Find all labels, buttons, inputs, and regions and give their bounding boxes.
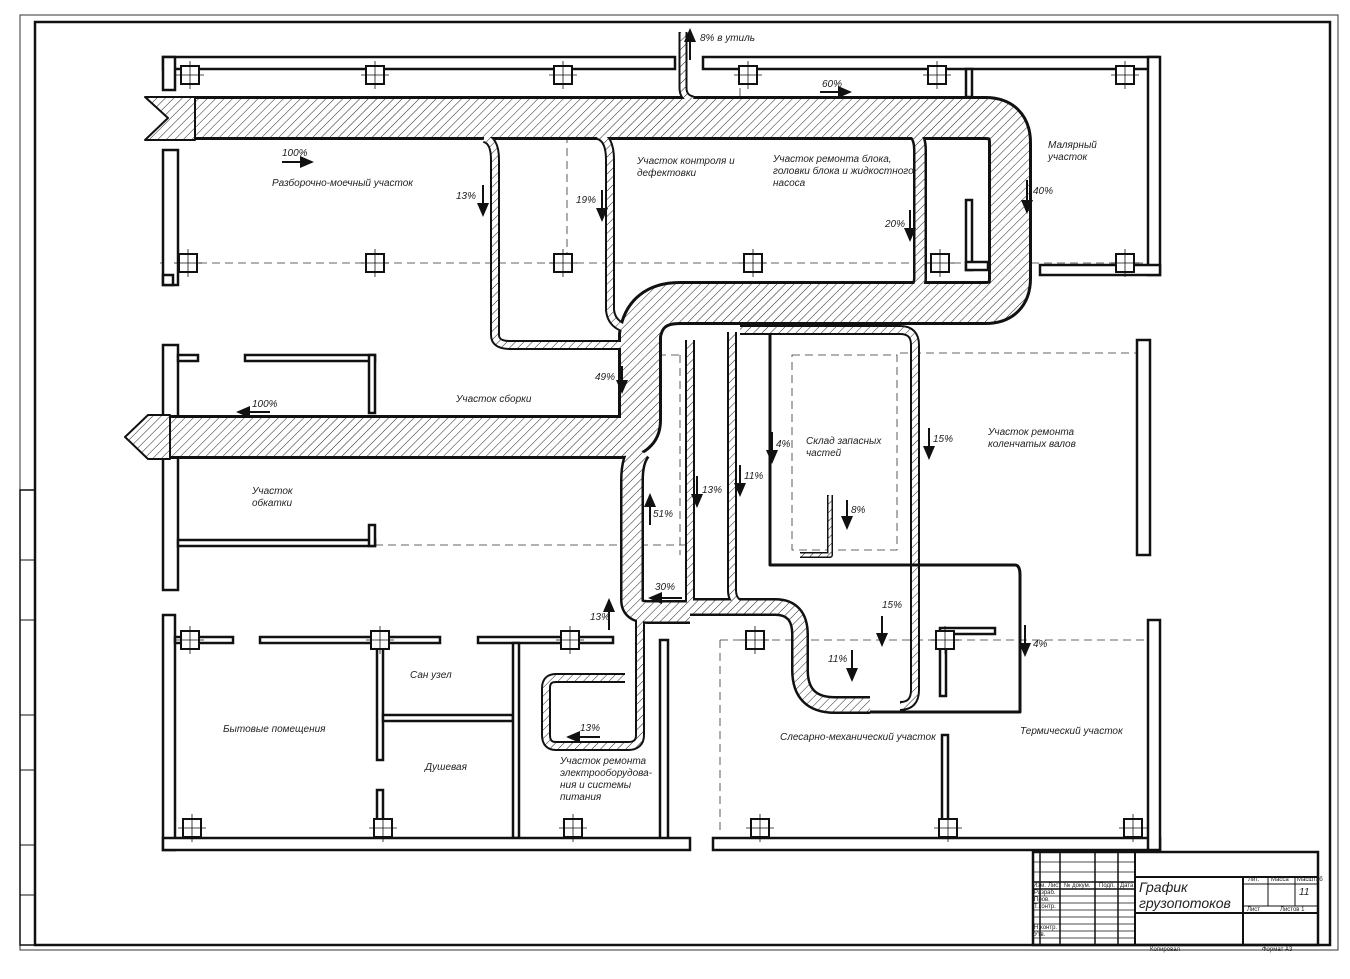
- flow-label: 49%: [595, 372, 616, 383]
- tb-scale: Масштаб: [1297, 877, 1323, 883]
- area-label-washing: Разборочно-моечный участок: [272, 178, 414, 189]
- walls: [161, 55, 1162, 852]
- tb-sheets: Листов 1: [1280, 907, 1305, 913]
- area-label-household: Бытовые помещения: [223, 724, 326, 735]
- tb-row-label: Утв.: [1034, 932, 1046, 938]
- tb-lit: Лит.: [1248, 877, 1260, 883]
- tb-col-header: Дата: [1120, 883, 1134, 889]
- flow-label: 4%: [776, 439, 791, 450]
- flow-label: 51%: [653, 509, 674, 520]
- tb-col-header: Изм.: [1033, 883, 1046, 889]
- title-block-frame: [1031, 850, 1320, 947]
- area-label-assembly: Участок сборки: [456, 394, 532, 405]
- flow-label-scrap: 8% в утиль: [700, 33, 756, 44]
- flow-label: 15%: [882, 600, 903, 611]
- flow-arrows: [236, 28, 1033, 743]
- flow-label: 11%: [828, 654, 848, 665]
- flow-label: 11%: [744, 471, 764, 482]
- outer-frame: [19, 14, 1339, 951]
- sheet-code: 11: [1299, 887, 1310, 898]
- tb-col-header: Подп.: [1099, 883, 1115, 889]
- area-label-thermal: Термический участок: [1020, 726, 1123, 737]
- drawing-title: График грузопотоков: [1139, 879, 1231, 911]
- tb-sheet: Лист: [1247, 907, 1261, 913]
- flow-label: 13%: [580, 723, 601, 734]
- tb-col-header: Лист: [1048, 883, 1062, 889]
- tb-row-label: Т.контр.: [1034, 904, 1056, 910]
- inner-frame: [33, 20, 1332, 947]
- inflow-arrow-tail: [144, 96, 196, 141]
- area-label-block-repair: Участок ремонта блока,головки блока и жи…: [773, 154, 914, 189]
- flow-label: 20%: [885, 219, 906, 230]
- flow-label: 100%: [282, 148, 308, 159]
- flow-label: 13%: [590, 612, 611, 623]
- flow-label: 13%: [702, 485, 723, 496]
- flow-label: 40%: [1033, 186, 1054, 197]
- flow-label: 60%: [822, 79, 843, 90]
- flow-label: 8%: [851, 505, 866, 516]
- tb-mass: Масса: [1271, 877, 1289, 883]
- flow-label: 19%: [576, 195, 597, 206]
- flow-label: 13%: [456, 191, 477, 202]
- tb-copied: Копировал: [1150, 947, 1181, 953]
- area-label-shower: Душевая: [425, 762, 467, 773]
- flow-label: 30%: [655, 582, 676, 593]
- outflow-arrow-head: [124, 414, 171, 460]
- area-label-mechanical: Слесарно-механический участок: [780, 732, 936, 743]
- flow-label: 15%: [933, 434, 954, 445]
- tb-row-label: Пров.: [1034, 897, 1050, 903]
- tb-row-label: Разраб.: [1034, 890, 1056, 896]
- tb-col-header: № докум.: [1064, 883, 1091, 889]
- tb-format: Формат А3: [1262, 947, 1293, 953]
- area-label-sanitary: Сан узел: [410, 670, 452, 681]
- tb-row-label: Н.контр.: [1034, 925, 1058, 931]
- flow-bands: [124, 32, 1032, 751]
- flow-label: 100%: [252, 399, 278, 410]
- flow-label: 4%: [1033, 639, 1048, 650]
- side-stamp: [19, 489, 36, 946]
